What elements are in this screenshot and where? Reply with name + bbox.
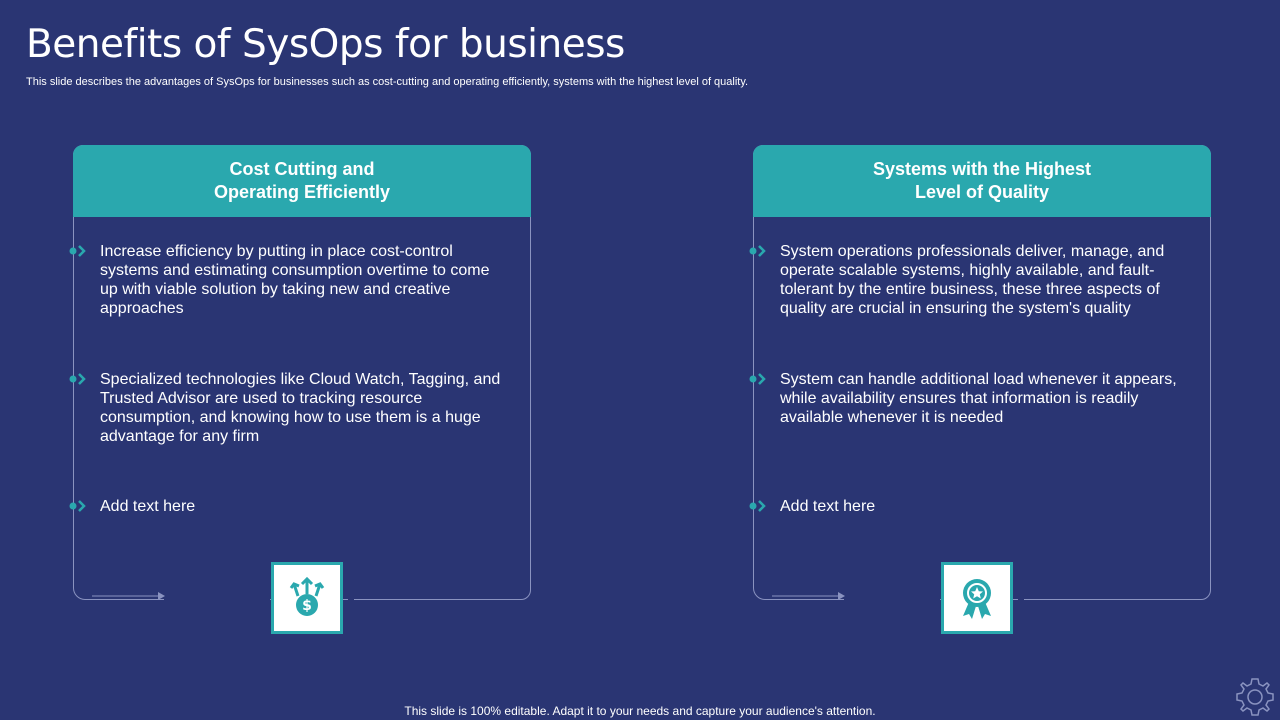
list-item[interactable]: Add text here (69, 497, 510, 516)
money-growth-icon: $ (289, 576, 325, 616)
border-gap (1018, 596, 1024, 602)
border-gap (348, 596, 354, 602)
chevron-bullet-icon (69, 245, 86, 257)
card-highest-quality: Systems with the Highest Level of Qualit… (749, 145, 1211, 602)
quality-badge-icon (963, 579, 991, 619)
bullet-text: System operations professionals deliver,… (780, 243, 1165, 317)
gear-icon (1236, 678, 1274, 716)
bullet-text[interactable]: Add text here (100, 498, 196, 515)
border-gap (844, 596, 940, 602)
list-item: System can handle additional load whenev… (749, 370, 1190, 427)
money-growth-icon-box: $ (271, 562, 343, 634)
arrow-right-icon (92, 592, 165, 600)
chevron-bullet-icon (749, 500, 766, 512)
card-cost-cutting: Cost Cutting and Operating Efficiently I… (69, 145, 531, 602)
chevron-bullet-icon (69, 500, 86, 512)
card-header: Systems with the Highest Level of Qualit… (753, 145, 1211, 217)
list-item[interactable]: Add text here (749, 497, 1190, 516)
chevron-bullet-icon (749, 245, 766, 257)
chevron-bullet-icon (69, 373, 86, 385)
chevron-bullet-icon (749, 373, 766, 385)
card-header: Cost Cutting and Operating Efficiently (73, 145, 531, 217)
border-gap (164, 596, 270, 602)
slide-title: Benefits of SysOps for business (26, 22, 625, 67)
arrow-right-icon (772, 592, 845, 600)
svg-text:$: $ (302, 598, 312, 614)
bullet-text[interactable]: Add text here (780, 498, 876, 515)
bullet-text: Specialized technologies like Cloud Watc… (100, 371, 501, 445)
card-header-title: Cost Cutting and Operating Efficiently (213, 159, 391, 202)
bullet-text: System can handle additional load whenev… (780, 371, 1177, 426)
quality-badge-icon-box (941, 562, 1013, 634)
card-header-title: Systems with the Highest Level of Qualit… (872, 159, 1092, 202)
footer-note: This slide is 100% editable. Adapt it to… (404, 704, 876, 718)
slide-subtitle: This slide describes the advantages of S… (26, 76, 749, 88)
list-item: System operations professionals deliver,… (749, 242, 1190, 318)
list-item: Specialized technologies like Cloud Watc… (69, 370, 510, 446)
list-item: Increase efficiency by putting in place … (69, 242, 510, 318)
bullet-text: Increase efficiency by putting in place … (100, 243, 490, 317)
